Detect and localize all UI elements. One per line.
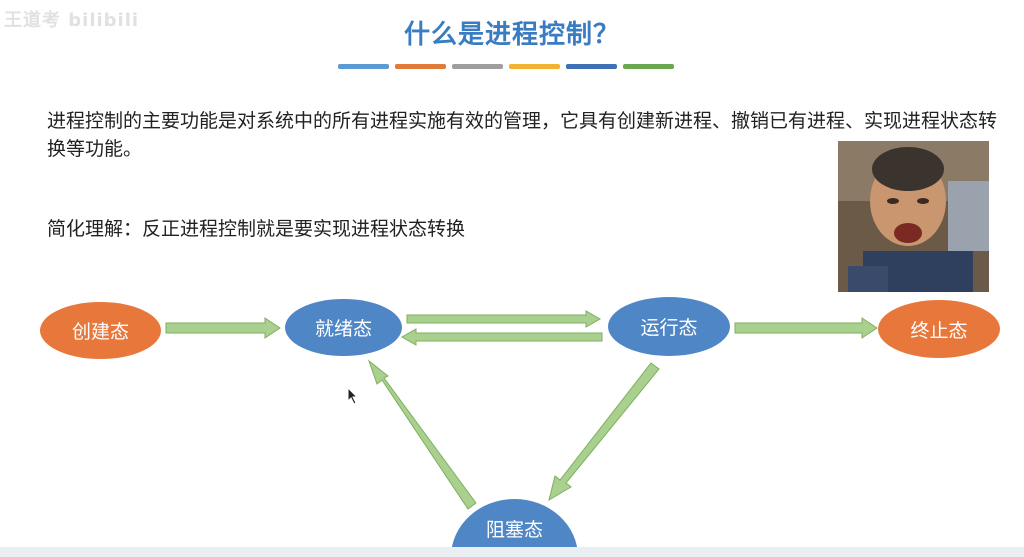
state-ready-label: 就绪态 bbox=[314, 318, 372, 340]
accent-bar-4 bbox=[509, 64, 560, 69]
reaction-photo bbox=[838, 141, 989, 292]
state-running-label: 运行态 bbox=[640, 317, 698, 339]
watermark: 王道考 bilibili bbox=[4, 10, 140, 31]
mouse-cursor-icon bbox=[347, 386, 359, 409]
accent-bar-3 bbox=[452, 64, 503, 69]
accent-bar-2 bbox=[395, 64, 446, 69]
state-running: 运行态 bbox=[608, 297, 730, 356]
state-ready: 就绪态 bbox=[285, 299, 402, 356]
arrow-blocked-to-ready bbox=[367, 359, 477, 510]
state-created-label: 创建态 bbox=[71, 321, 129, 343]
state-terminated-label: 终止态 bbox=[910, 319, 968, 342]
state-created: 创建态 bbox=[40, 302, 161, 359]
state-blocked-label: 阻塞态 bbox=[485, 518, 543, 541]
summary-text: 简化理解：反正进程控制就是要实现进程状态转换 bbox=[47, 218, 466, 240]
arrow-created-to-ready bbox=[165, 317, 281, 339]
arrow-running-to-terminated bbox=[734, 317, 878, 339]
state-terminated: 终止态 bbox=[878, 300, 1000, 358]
arrow-running-to-blocked bbox=[548, 362, 660, 502]
arrow-running-to-ready bbox=[400, 328, 603, 346]
accent-bar-6 bbox=[623, 64, 674, 69]
accent-bar-1 bbox=[338, 64, 389, 69]
bottom-strip bbox=[0, 547, 1024, 557]
arrow-ready-to-running bbox=[406, 310, 602, 328]
description-paragraph: 进程控制的主要功能是对系统中的所有进程实施有效的管理，它具有创建新进程、撤销已有… bbox=[47, 110, 998, 160]
accent-bar-5 bbox=[566, 64, 617, 69]
slide-title: 什么是进程控制？ bbox=[403, 20, 620, 50]
